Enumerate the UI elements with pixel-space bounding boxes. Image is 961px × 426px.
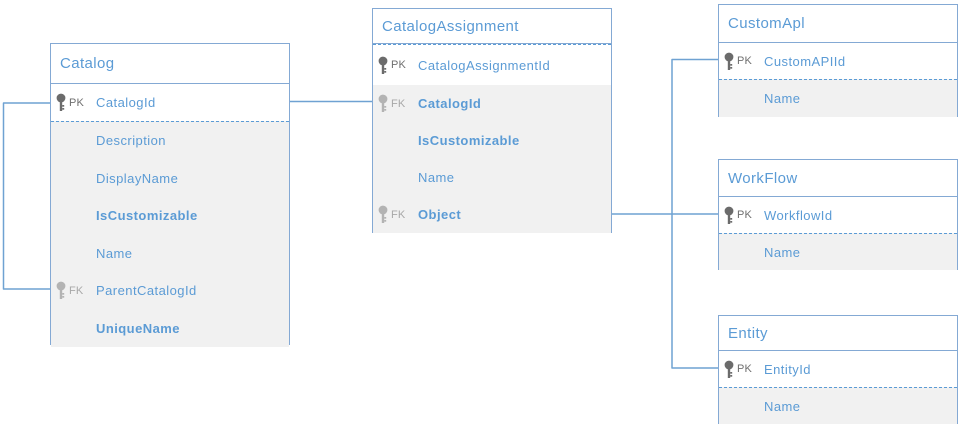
connector-catalog-self-reference xyxy=(2,102,50,290)
key-cell: PK xyxy=(719,206,764,225)
attribute-name: ParentCatalogId xyxy=(96,283,197,299)
key-cell: PK xyxy=(719,52,764,71)
table-row: Name xyxy=(51,235,289,273)
attribute-section: Description DisplayName IsCustomizable N… xyxy=(51,121,289,347)
attribute-section: Name xyxy=(719,387,957,424)
table-row: Name xyxy=(373,159,611,196)
key-label: PK xyxy=(69,96,85,109)
table-title: WorkFlow xyxy=(719,160,957,197)
table-row: IsCustomizable xyxy=(373,122,611,159)
foreign-key-icon xyxy=(378,94,388,112)
key-label: FK xyxy=(391,97,406,110)
entity-table-catalogassignment[interactable]: CatalogAssignment PK CatalogAssignmentId xyxy=(372,8,612,233)
attribute-name: CatalogId xyxy=(418,96,482,111)
table-row: IsCustomizable xyxy=(51,197,289,235)
table-row: PK CatalogAssignmentId xyxy=(373,44,611,85)
table-row: FK Object xyxy=(373,196,611,233)
table-row: PK CatalogId xyxy=(51,84,289,121)
key-cell: PK xyxy=(719,360,764,379)
attribute-name: DisplayName xyxy=(96,170,179,186)
table-row: Name xyxy=(719,80,957,117)
attribute-section: Name xyxy=(719,233,957,270)
attribute-section: Name xyxy=(719,79,957,117)
foreign-key-icon xyxy=(378,205,388,223)
connector-branch-customapl xyxy=(671,58,718,214)
key-label: PK xyxy=(391,59,407,71)
entity-table-entity[interactable]: Entity PK EntityId Name xyxy=(718,315,958,424)
table-title: Catalog xyxy=(51,44,289,84)
attribute-name: IsCustomizable xyxy=(96,208,198,224)
entity-table-workflow[interactable]: WorkFlow PK WorkflowId Name xyxy=(718,159,958,270)
attribute-name: CatalogId xyxy=(96,95,156,110)
entity-table-customapl[interactable]: CustomApl PK CustomAPIId Name xyxy=(718,4,958,117)
connector-branch-entity xyxy=(671,214,718,369)
key-cell: FK xyxy=(373,205,418,224)
key-label: PK xyxy=(737,363,753,375)
table-row: Name xyxy=(719,234,957,270)
primary-key-icon xyxy=(724,206,734,224)
table-row: Name xyxy=(719,388,957,424)
table-row: UniqueName xyxy=(51,310,289,348)
attribute-name: CustomAPIId xyxy=(764,53,846,69)
key-cell: PK xyxy=(51,93,96,112)
primary-key-icon xyxy=(378,56,388,74)
attribute-section: FK CatalogId IsCustomizable Name xyxy=(373,85,611,233)
key-label: PK xyxy=(737,55,753,67)
table-title: CatalogAssignment xyxy=(373,9,611,44)
table-title: CustomApl xyxy=(719,5,957,43)
table-row: PK CustomAPIId xyxy=(719,43,957,79)
table-row: PK EntityId xyxy=(719,351,957,387)
attribute-name: UniqueName xyxy=(96,320,180,336)
attribute-name: WorkflowId xyxy=(764,207,833,223)
attribute-name: Name xyxy=(764,91,801,106)
attribute-name: Name xyxy=(96,245,133,261)
key-label: FK xyxy=(69,284,84,297)
table-row: PK WorkflowId xyxy=(719,197,957,233)
primary-key-icon xyxy=(724,52,734,70)
entity-table-catalog[interactable]: Catalog PK CatalogId Description Display xyxy=(50,43,290,347)
key-label: PK xyxy=(737,209,753,221)
attribute-name: IsCustomizable xyxy=(418,133,520,148)
foreign-key-icon xyxy=(56,281,66,300)
primary-key-icon xyxy=(56,93,66,111)
attribute-name: Description xyxy=(96,133,166,149)
key-label: FK xyxy=(391,208,406,221)
table-title: Entity xyxy=(719,316,957,351)
key-cell: FK xyxy=(51,281,96,300)
attribute-name: Object xyxy=(418,207,462,222)
table-row: DisplayName xyxy=(51,160,289,198)
table-row: Description xyxy=(51,122,289,160)
key-cell: PK xyxy=(373,56,418,75)
attribute-name: Name xyxy=(764,244,801,260)
table-row: FK ParentCatalogId xyxy=(51,272,289,310)
attribute-name: Name xyxy=(418,170,455,185)
attribute-name: EntityId xyxy=(764,361,811,377)
primary-key-icon xyxy=(724,360,734,378)
table-row: FK CatalogId xyxy=(373,85,611,122)
key-cell: FK xyxy=(373,94,418,113)
attribute-name: Name xyxy=(764,398,801,414)
attribute-name: CatalogAssignmentId xyxy=(418,57,551,73)
